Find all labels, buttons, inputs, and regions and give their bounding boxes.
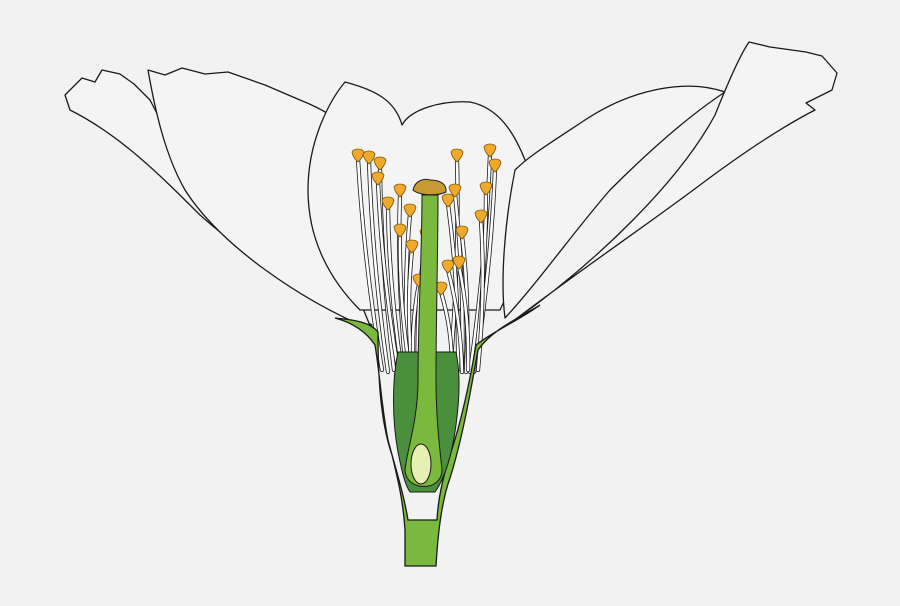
right-petal [502,85,726,319]
filament [457,264,470,372]
anther [381,196,395,211]
ovule [410,443,432,485]
anther [479,181,493,196]
anther [362,150,376,165]
anther [488,158,502,173]
stamens-group [351,143,502,375]
filament [446,268,464,374]
filament [476,218,484,372]
anther [474,209,488,224]
anther [403,203,417,218]
far-right-petal [511,41,838,323]
stigma [412,178,447,196]
anther [441,193,455,208]
filament [376,180,400,372]
anther [452,255,466,270]
anther [441,259,455,274]
anther [351,148,365,163]
anther [405,239,419,254]
receptacle [334,304,541,567]
anther [455,225,469,240]
anther [448,183,462,198]
anther [393,223,407,238]
anther [434,281,448,296]
filament [367,159,390,374]
anther [393,183,407,198]
anther [373,156,387,171]
anther [483,143,497,158]
filament [446,202,460,372]
anther [450,148,464,163]
anther [371,171,385,186]
style-column [404,194,443,487]
